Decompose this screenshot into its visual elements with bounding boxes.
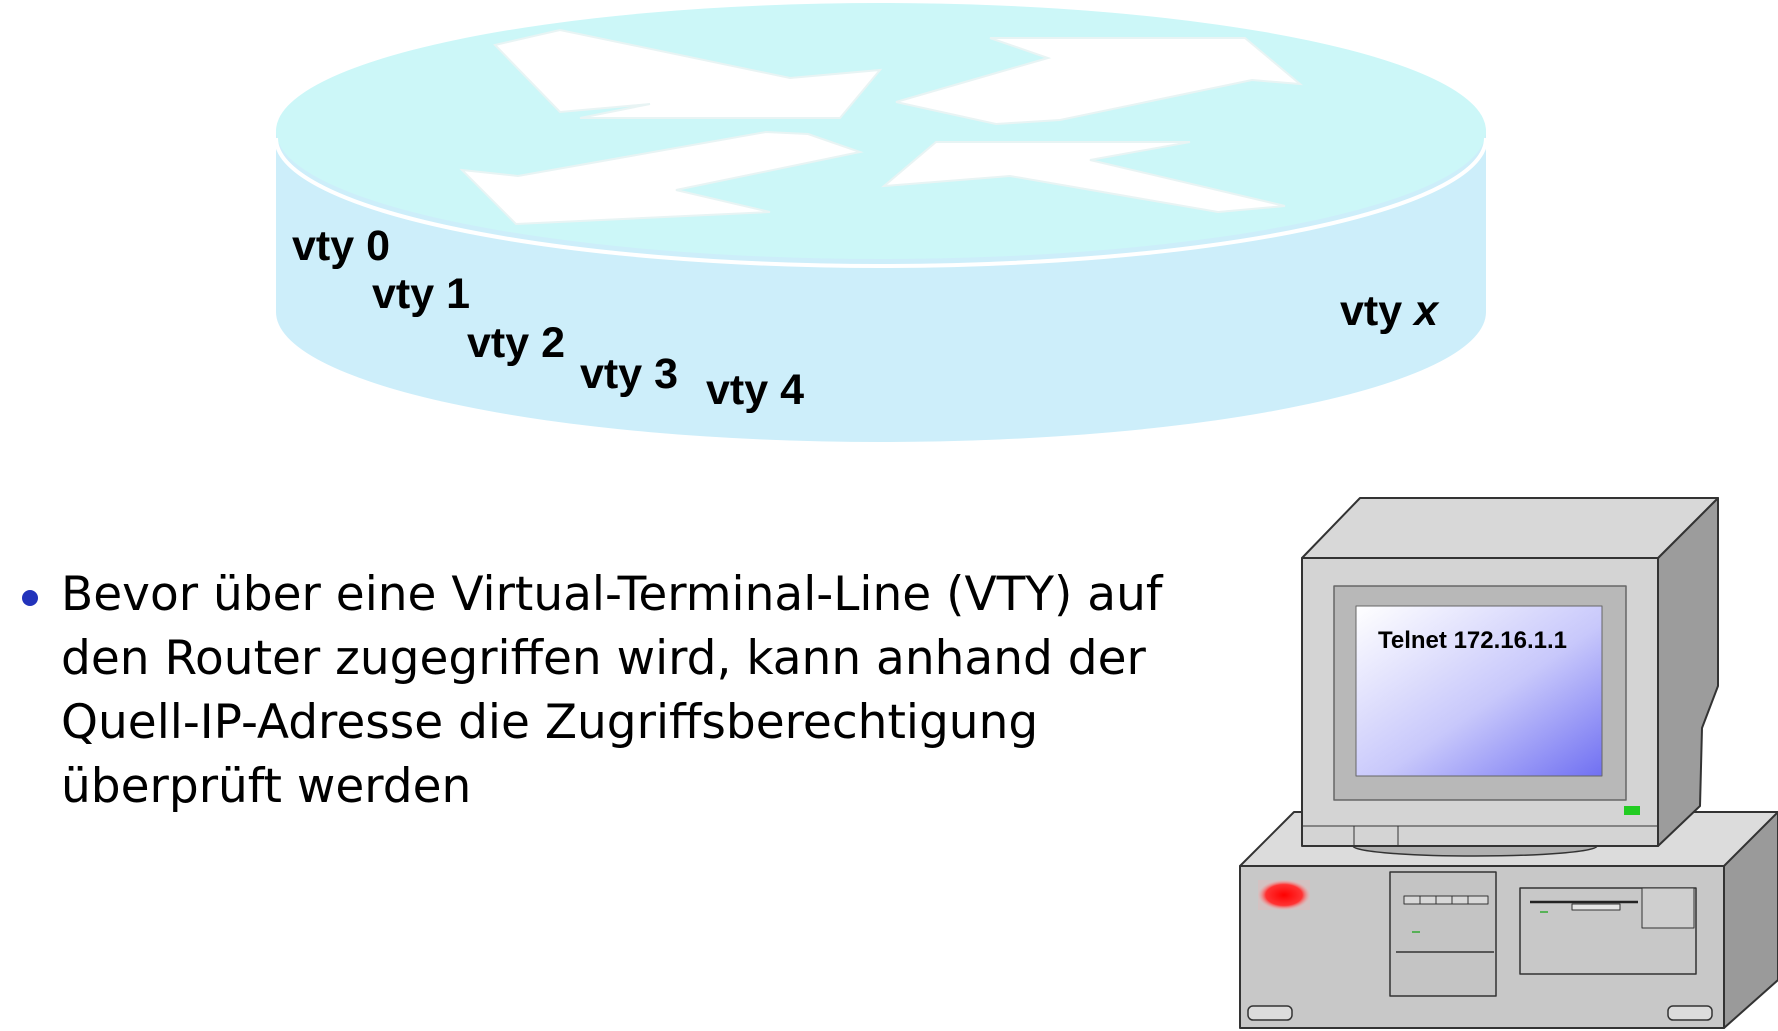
vty-label: vty 2 — [467, 319, 565, 367]
monitor-led-green — [1624, 806, 1640, 815]
bullet-text: Bevor über eine Virtual-Terminal-Line (V… — [61, 567, 1163, 814]
vty-label: vty 1 — [372, 270, 470, 318]
router-arrows-icon — [459, 28, 1304, 226]
vty-label: vty 3 — [580, 350, 678, 398]
router-icon: vty 0 vty 1 vty 2 vty 3 vty 4 vty x — [274, 3, 1488, 442]
monitor-screen — [1355, 605, 1603, 777]
power-led-red — [1258, 880, 1310, 910]
vty-label: vty 0 — [292, 222, 390, 270]
router-top-face — [276, 3, 1486, 259]
bullet-item: Bevor über eine Virtual-Terminal-Line (V… — [22, 563, 1202, 819]
vty-label: vty 4 — [706, 366, 804, 414]
vty-label-last: vty x — [1340, 287, 1440, 335]
screen-text: Telnet 172.16.1.1 — [1378, 627, 1567, 654]
bullet-dot — [22, 590, 38, 606]
computer-icon: Telnet 172.16.1.1 — [1239, 497, 1778, 1029]
